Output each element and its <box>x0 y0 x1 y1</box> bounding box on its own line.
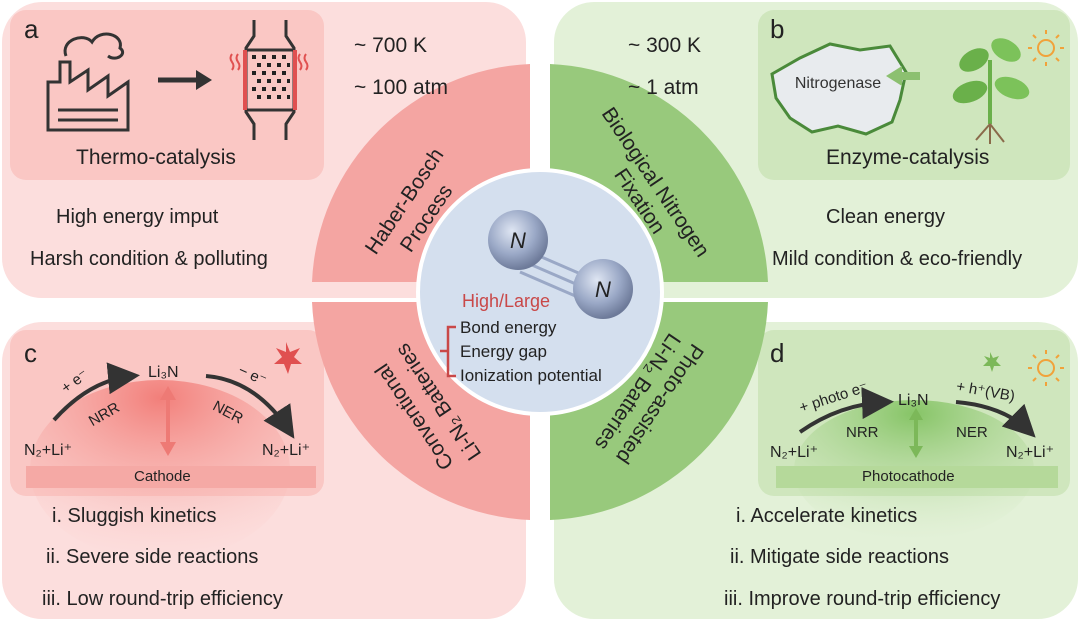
reactor-heater-right <box>293 50 297 110</box>
atom-label-2: N <box>595 277 611 302</box>
reactor-packing <box>252 55 290 99</box>
panel-a-line-2: Harsh condition & polluting <box>30 248 268 270</box>
panel-c-list-2: ii. Severe side reactions <box>46 546 259 568</box>
plant-icon <box>952 38 1030 144</box>
nitrogen-atom-1 <box>488 210 548 270</box>
panel-c-left-species: N₂+Li⁺ <box>24 442 73 459</box>
arrow-plant-to-enzyme <box>886 66 902 86</box>
panel-b-pressure: ~ 1 atm <box>628 76 699 99</box>
panel-a-letter: a <box>24 14 39 44</box>
nitrogenase-enzyme-icon <box>770 42 908 136</box>
center-heading: High/Large <box>462 291 551 311</box>
panel-c-list-1: i. Sluggish kinetics <box>52 505 217 527</box>
panel-d-list-1: i. Accelerate kinetics <box>736 505 918 527</box>
panel-c-right-species: N₂+Li⁺ <box>262 442 311 459</box>
panel-b-letter: b <box>770 14 785 44</box>
panel-c-list-3: iii. Low round-trip efficiency <box>42 588 283 610</box>
panel-b-line-1: Clean energy <box>826 206 945 228</box>
center-circle <box>416 168 664 416</box>
panel-d-left-species: N₂+Li⁺ <box>770 444 819 461</box>
panel-d-electrode: Photocathode <box>862 468 955 485</box>
panel-d-center-species: Li₃N <box>898 392 929 409</box>
sun-icon <box>1028 30 1064 66</box>
ner-arrow-c <box>205 374 295 439</box>
nitrogenase-label: Nitrogenase <box>795 75 881 92</box>
panel-d-letter: d <box>770 338 785 368</box>
center-property-1: Bond energy <box>460 318 557 337</box>
panel-a-line-1: High energy imput <box>56 206 219 228</box>
triple-bond-3 <box>519 270 581 300</box>
panel-d-ner: NER <box>956 424 988 441</box>
center-property-3: Ionization potential <box>460 366 602 385</box>
panel-d-nrr: NRR <box>846 424 879 441</box>
panel-a-temperature: ~ 700 K <box>354 34 427 57</box>
panel-a-pressure: ~ 100 atm <box>354 76 448 99</box>
panel-b-caption: Enzyme-catalysis <box>826 146 990 169</box>
ner-arrow-d <box>955 400 1036 438</box>
atom-label-1: N <box>510 228 526 253</box>
heat-icon <box>229 53 309 71</box>
nrr-arrow-d <box>798 387 894 434</box>
sun-icon-d <box>1028 350 1064 386</box>
panel-c-electrode: Cathode <box>134 468 191 485</box>
sector-haber-bosch <box>312 64 530 282</box>
panel-c-center-species: Li₃N <box>148 364 179 381</box>
panel-b-line-2: Mild condition & eco-friendly <box>772 248 1023 270</box>
panel-c-letter: c <box>24 338 37 368</box>
sector-biological <box>550 64 768 282</box>
panel-a-caption: Thermo-catalysis <box>76 146 236 169</box>
sector-photo <box>550 302 768 520</box>
spark-icon-d <box>983 352 1001 372</box>
center-property-2: Energy gap <box>460 342 547 361</box>
nitrogen-atom-2 <box>573 259 633 319</box>
panel-b-temperature: ~ 300 K <box>628 34 701 57</box>
panel-d-right-species: N₂+Li⁺ <box>1006 444 1055 461</box>
sector-conventional <box>312 302 530 520</box>
nrr-arrow-c <box>52 362 140 422</box>
spark-icon-c <box>274 342 302 374</box>
cathode-bar <box>26 466 316 488</box>
property-bracket <box>440 325 456 378</box>
panel-d-list-2: ii. Mitigate side reactions <box>730 546 949 568</box>
panel-d-list-3: iii. Improve round-trip efficiency <box>724 588 1001 610</box>
factory-icon <box>46 32 130 132</box>
photocathode-bar <box>776 466 1058 488</box>
reactor-heater-left <box>243 50 247 110</box>
